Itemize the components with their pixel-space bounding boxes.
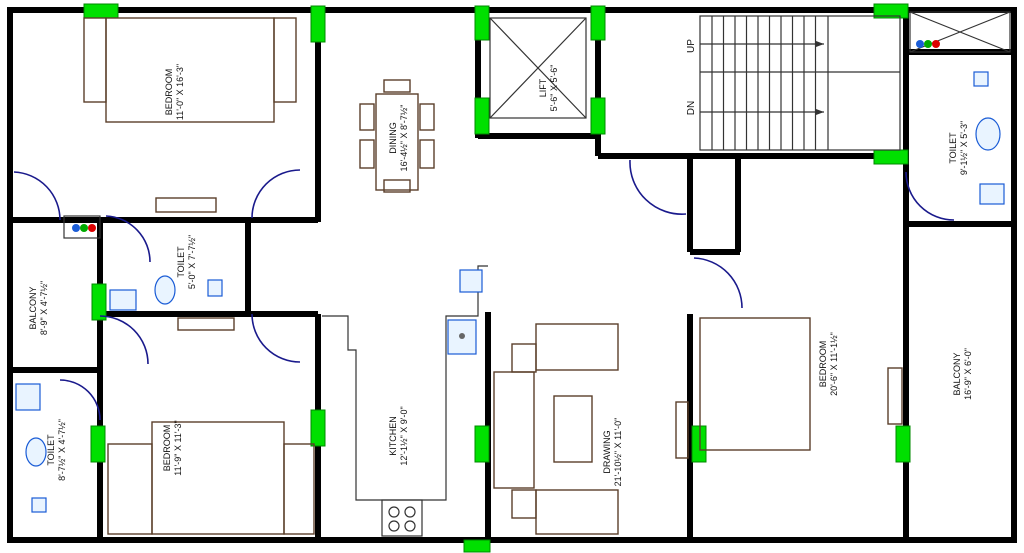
room-size-toilet-right: 9'-1½" X 5'-3" — [959, 121, 969, 175]
room-size-toilet-bottom-left: 8'-7½" X 4'-7½" — [57, 419, 67, 481]
room-size-balcony-left: 8'-9" X 4'-7½" — [39, 281, 49, 335]
room-size-bedroom-top-left: 11'-0" X 16'-3" — [175, 64, 185, 120]
kitchen-counter — [322, 265, 488, 537]
room-size-bedroom-right: 20'-6" X 11'-1½" — [829, 332, 839, 396]
room-name-bedroom-bottom-left: BEDROOM — [162, 425, 172, 472]
room-size-drawing: 21'-10½" X 11'-0" — [613, 418, 623, 487]
staircase — [699, 15, 901, 151]
room-name-toilet-mid: TOILET — [176, 246, 186, 278]
room-name-dining: DINING — [388, 122, 398, 154]
room-name-kitchen: KITCHEN — [388, 416, 398, 456]
toilet-bl-fixtures — [15, 383, 47, 513]
toilet-mid-fixtures — [63, 215, 235, 331]
room-name-drawing: DRAWING — [602, 430, 612, 473]
arrow-head-icon — [816, 109, 824, 115]
bed-right — [699, 317, 903, 451]
room-size-dining: 16'-4½" X 8'-7½" — [399, 105, 409, 172]
room-size-toilet-mid: 5'-0" X 7'-7½" — [187, 235, 197, 289]
drawing-sofas — [493, 323, 689, 535]
room-name-balcony-right: BALCONY — [952, 352, 962, 395]
room-name-toilet-right: TOILET — [948, 132, 958, 164]
dining-table — [359, 79, 435, 193]
bed-bottom-left — [107, 421, 315, 535]
room-labels: BEDROOM 11'-0" X 16'-3" DINING 16'-4½" X… — [28, 39, 973, 487]
room-name-bedroom-top-left: BEDROOM — [164, 69, 174, 116]
stairs-down-label: DN — [686, 101, 697, 115]
room-size-balcony-right: 16'-9" X 6'-0" — [963, 348, 973, 400]
room-name-toilet-bottom-left: TOILET — [46, 434, 56, 466]
toilet-right-fixtures — [909, 11, 1011, 205]
windows — [83, 3, 911, 553]
room-name-bedroom-right: BEDROOM — [818, 341, 828, 388]
room-size-bedroom-bottom-left: 11'-9" X 11'-3" — [173, 420, 183, 476]
room-size-kitchen: 12'-1½" X 9'-0" — [399, 406, 409, 465]
walls — [7, 7, 1017, 543]
room-name-lift: LIFT — [538, 78, 548, 97]
bed-top-left — [83, 17, 297, 213]
stairs-up-label: UP — [686, 39, 697, 53]
lift-shaft — [489, 17, 587, 119]
arrow-head-icon — [816, 41, 824, 47]
room-size-lift: 5'-6" X 5'-6" — [549, 65, 559, 112]
doors — [13, 159, 955, 421]
room-name-balcony-left: BALCONY — [28, 286, 38, 329]
